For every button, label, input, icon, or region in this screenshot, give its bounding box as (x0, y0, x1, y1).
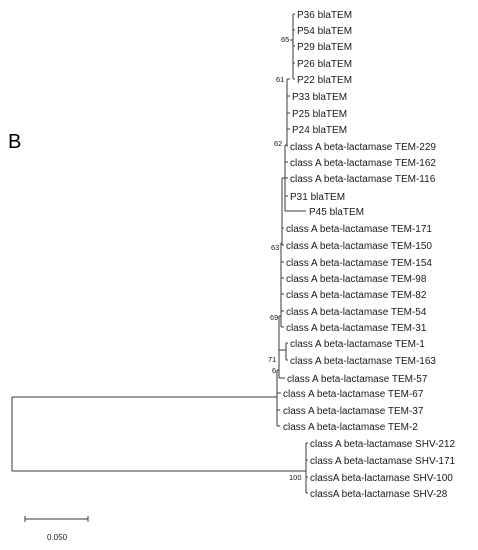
leaf-label: class A beta-lactamase TEM-37 (283, 406, 424, 417)
leaf-label: class A beta-lactamase TEM-57 (287, 374, 428, 385)
leaf-label: P36 blaTEM (297, 10, 352, 21)
leaf-label: class A beta-lactamase TEM-171 (286, 224, 432, 235)
leaf-label: P25 blaTEM (292, 109, 347, 120)
bootstrap-value: 62 (274, 139, 282, 148)
bootstrap-value: 6 (272, 366, 276, 375)
leaf-labels: P36 blaTEM P54 blaTEM P29 blaTEM P26 bla… (283, 10, 456, 500)
leaf-label: P45 blaTEM (309, 207, 364, 218)
leaf-label: class A beta-lactamase TEM-154 (286, 258, 432, 269)
leaf-label: P31 blaTEM (290, 192, 345, 203)
bootstrap-value: 61 (276, 75, 284, 84)
leaf-label: P26 blaTEM (297, 59, 352, 70)
leaf-label: class A beta-lactamase SHV-171 (310, 456, 456, 467)
scale-bar-label: 0.050 (47, 533, 68, 542)
leaf-label: class A beta-lactamase TEM-31 (286, 323, 427, 334)
leaf-label: class A beta-lactamase TEM-162 (290, 158, 436, 169)
leaf-label: class A beta-lactamase TEM-163 (290, 356, 436, 367)
leaf-label: class A beta-lactamase TEM-2 (283, 422, 418, 433)
panel-label: B (8, 131, 21, 153)
leaf-label: P33 blaTEM (292, 92, 347, 103)
leaf-label: class A beta-lactamase SHV-212 (310, 439, 456, 450)
tree-branches (11, 13, 308, 494)
bootstrap-value: 65 (281, 35, 289, 44)
scale-bar: 0.050 (24, 516, 89, 542)
bootstrap-value: 63 (271, 243, 279, 252)
leaf-label: class A beta-lactamase TEM-150 (286, 241, 432, 252)
bootstrap-value: 71 (268, 355, 276, 364)
leaf-label: P22 blaTEM (297, 75, 352, 86)
leaf-label: class A beta-lactamase TEM-1 (290, 339, 425, 350)
leaf-label: class A beta-lactamase TEM-98 (286, 274, 427, 285)
leaf-label: class A beta-lactamase TEM-67 (283, 389, 424, 400)
leaf-label: classA beta-lactamase SHV-28 (310, 489, 448, 500)
bootstrap-labels: 65 61 62 63 69 71 6 100 (268, 35, 302, 482)
leaf-label: P24 blaTEM (292, 125, 347, 136)
leaf-label: class A beta-lactamase TEM-116 (290, 174, 436, 185)
leaf-label: P54 blaTEM (297, 26, 352, 37)
leaf-label: class A beta-lactamase TEM-54 (286, 307, 427, 318)
leaf-label: class A beta-lactamase TEM-82 (286, 290, 427, 301)
leaf-label: P29 blaTEM (297, 42, 352, 53)
leaf-label: classA beta-lactamase SHV-100 (310, 473, 453, 484)
leaf-label: class A beta-lactamase TEM-229 (290, 142, 436, 153)
bootstrap-value: 69 (270, 313, 278, 322)
bootstrap-value: 100 (289, 473, 302, 482)
